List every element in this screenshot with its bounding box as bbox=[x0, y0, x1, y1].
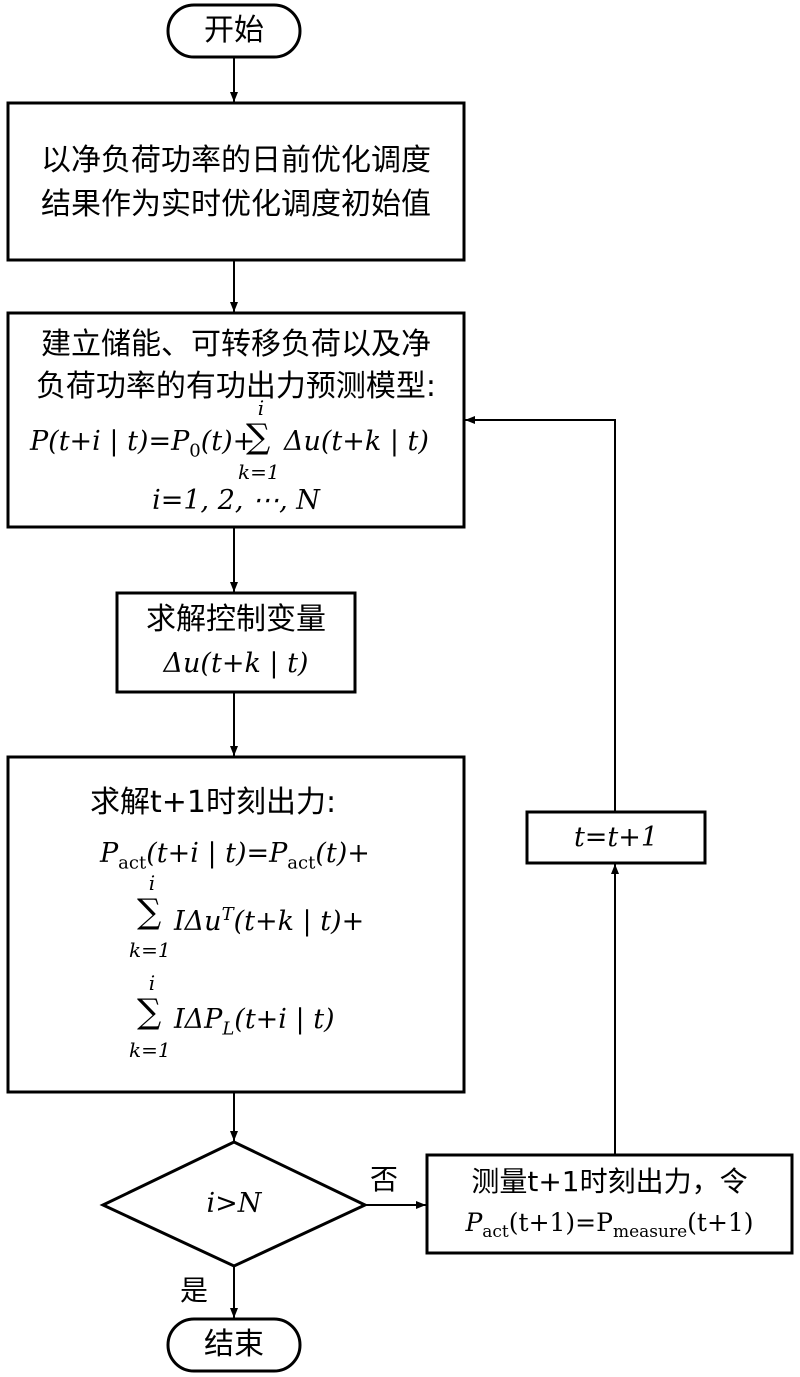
edge-yes-label: 是 bbox=[180, 1274, 209, 1307]
measure-end: (t+1) bbox=[687, 1208, 754, 1237]
sum2-bottom: k=1 bbox=[129, 1038, 171, 1062]
sum1-sup: T bbox=[221, 904, 234, 925]
formula-left: P(t+i | t)=P bbox=[30, 426, 190, 457]
eq1-c: (t)+ bbox=[315, 838, 370, 869]
sum2-term: IΔP bbox=[174, 1004, 223, 1035]
formula-right: Δu(t+k | t) bbox=[284, 426, 429, 457]
increment-label: t=t+1 bbox=[573, 822, 659, 853]
measure-line1: 测量t+1时刻出力，令 bbox=[471, 1165, 748, 1198]
start-label: 开始 bbox=[204, 13, 264, 48]
step1-line1: 以净负荷功率的日前优化调度 bbox=[41, 143, 431, 178]
sum2-rest: (t+i | t) bbox=[234, 1004, 335, 1035]
step2-formula: P(t+i | t)=P0(t)+ bbox=[30, 428, 255, 460]
step3-box bbox=[115, 591, 357, 694]
decision-label: i>N bbox=[206, 1188, 262, 1219]
sum-bottom: k=1 bbox=[238, 460, 280, 484]
step1-line2: 结果作为实时优化调度初始值 bbox=[41, 187, 431, 222]
sum2-top: i bbox=[148, 971, 156, 995]
sum-symbol: ∑ bbox=[246, 417, 271, 457]
step3-line1: 求解控制变量 bbox=[146, 602, 326, 637]
end-label: 结束 bbox=[204, 1327, 264, 1362]
step1-box bbox=[6, 101, 466, 262]
formula-mid: (t)+ bbox=[200, 426, 256, 457]
step2-range: i=1, 2, ⋯, N bbox=[152, 485, 320, 516]
step4-eq1: Pact(t+i | t)=Pact(t)+ bbox=[100, 840, 370, 872]
measure-p-act: P bbox=[465, 1208, 483, 1237]
measure-box bbox=[425, 1153, 794, 1255]
formula-sub0: 0 bbox=[189, 440, 201, 462]
sum1-bottom: k=1 bbox=[129, 938, 171, 962]
step4-box bbox=[6, 755, 466, 1094]
edge-increment-step2 bbox=[465, 416, 616, 812]
measure-sub-measure: measure bbox=[612, 1222, 688, 1242]
sum1-expression: IΔuT(t+k | t)+ bbox=[174, 904, 365, 937]
sum-top: i bbox=[257, 396, 265, 420]
eq1-a: P bbox=[100, 838, 119, 869]
sum1-term: IΔu bbox=[174, 906, 222, 937]
step2-line2: 负荷功率的有功出力预测模型: bbox=[35, 369, 437, 404]
step4-line1: 求解t+1时刻出力: bbox=[90, 785, 337, 820]
step2-line1: 建立储能、可转移负荷以及净 bbox=[41, 327, 431, 362]
sum2-expression: IΔPL(t+i | t) bbox=[174, 1006, 335, 1038]
step2-box bbox=[6, 311, 466, 529]
eq1-sub-2: act bbox=[287, 852, 316, 874]
measure-mid: (t+1)=P bbox=[508, 1208, 613, 1237]
end-terminal bbox=[166, 1317, 302, 1373]
sum2-sub: L bbox=[222, 1018, 235, 1040]
sum1-rest: (t+k | t)+ bbox=[233, 906, 365, 937]
sum1-top: i bbox=[148, 871, 156, 895]
edge-no-label: 否 bbox=[370, 1163, 399, 1196]
eq1-b: (t+i | t)=P bbox=[146, 838, 288, 869]
measure-sub-act: act bbox=[482, 1222, 509, 1242]
sum1-symbol: ∑ bbox=[137, 892, 162, 932]
eq1-sub: act bbox=[118, 852, 147, 874]
sum2-symbol: ∑ bbox=[137, 992, 162, 1032]
measure-line2: Pact(t+1)=Pmeasure(t+1) bbox=[427, 1210, 792, 1241]
step3-line2: Δu(t+k | t) bbox=[163, 648, 309, 679]
